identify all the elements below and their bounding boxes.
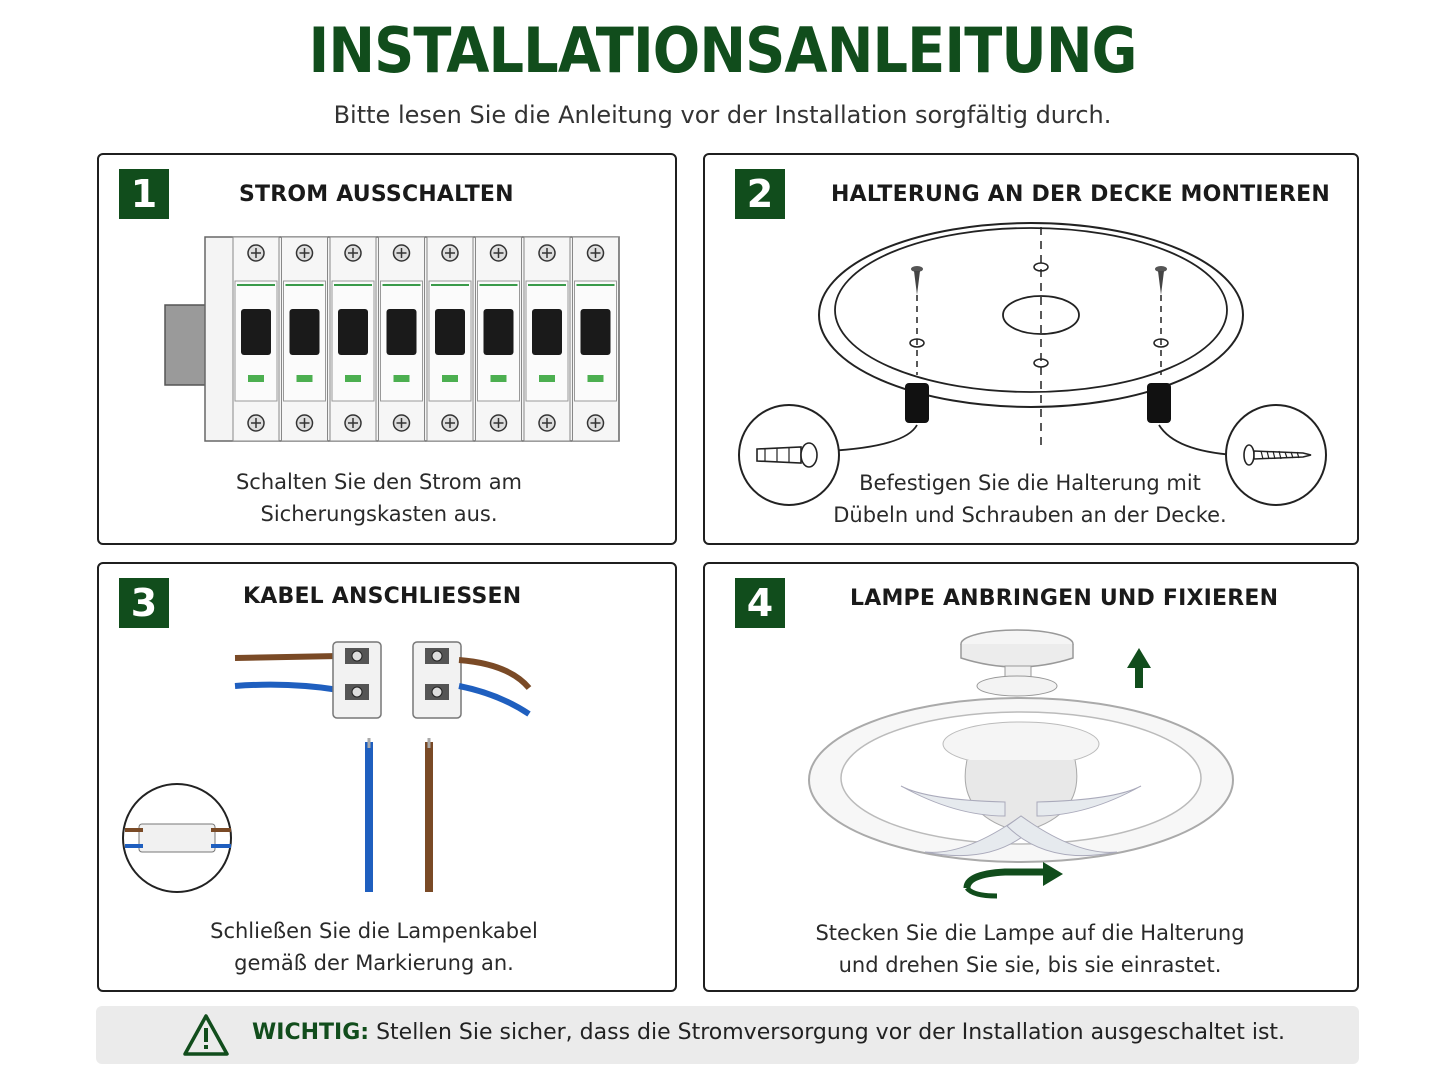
arrow-up-icon (1127, 648, 1151, 688)
caption-line: Schalten Sie den Strom am (235, 470, 523, 494)
ceiling-bracket-illustration (738, 222, 1327, 506)
step-heading: KABEL ANSCHLIESSEN (243, 584, 522, 609)
caption-line: Schließen Sie die Lampenkabel (210, 919, 538, 943)
step-caption: Schließen Sie die Lampenkabel gemäß der … (159, 915, 589, 979)
notice-label: WICHTIG: (252, 1020, 370, 1045)
caption-line: gemäß der Markierung an. (234, 951, 514, 975)
ceiling-fan-lamp-illustration (808, 629, 1234, 899)
step-number: 3 (119, 578, 169, 628)
step-number: 2 (735, 169, 785, 219)
step-number: 1 (119, 169, 169, 219)
step-3-panel: 3 KABEL ANSCHLIESSEN Schließen Sie die L… (97, 562, 677, 992)
caption-line: Dübeln und Schrauben an der Decke. (833, 503, 1227, 527)
caption-line: und drehen Sie sie, bis sie einrastet. (838, 953, 1222, 977)
caption-line: Befestigen Sie die Halterung mit (859, 471, 1201, 495)
step-caption: Stecken Sie die Lampe auf die Halterung … (765, 917, 1295, 981)
step-1-panel: 1 STROM AUSSCHALTEN Schalten Sie den Str… (97, 153, 677, 545)
circuit-breaker-illustration (164, 236, 620, 442)
step-caption: Schalten Sie den Strom am Sicherungskast… (139, 466, 619, 530)
step-2-panel: 2 HALTERUNG AN DER DECKE MONTIEREN (703, 153, 1359, 545)
warning-triangle-icon (183, 1014, 229, 1056)
step-4-panel: 4 LAMPE ANBRINGEN UND FIXIEREN Stecken S… (703, 562, 1359, 992)
step-caption: Befestigen Sie die Halterung mit Dübeln … (815, 467, 1245, 531)
step-heading: LAMPE ANBRINGEN UND FIXIEREN (850, 586, 1279, 611)
wire-connection-illustration (122, 641, 532, 893)
notice-text: WICHTIG: Stellen Sie sicher, dass die St… (252, 1020, 1285, 1045)
important-notice: WICHTIG: Stellen Sie sicher, dass die St… (96, 1006, 1359, 1064)
caption-line: Sicherungskasten aus. (260, 502, 498, 526)
screw-icon (911, 266, 923, 295)
page-subtitle: Bitte lesen Sie die Anleitung vor der In… (333, 101, 1112, 129)
step-number: 4 (735, 578, 785, 628)
notice-message: Stellen Sie sicher, dass die Stromversor… (376, 1020, 1286, 1045)
page-title: INSTALLATIONSANLEITUNG (308, 14, 1137, 87)
caption-line: Stecken Sie die Lampe auf die Halterung (815, 921, 1245, 945)
step-heading: HALTERUNG AN DER DECKE MONTIEREN (831, 182, 1330, 207)
screw-icon (1243, 444, 1312, 466)
step-heading: STROM AUSSCHALTEN (239, 182, 514, 207)
wall-plug-icon (756, 442, 818, 468)
rotate-arrow-icon (963, 862, 1063, 899)
screw-icon (1155, 266, 1167, 295)
